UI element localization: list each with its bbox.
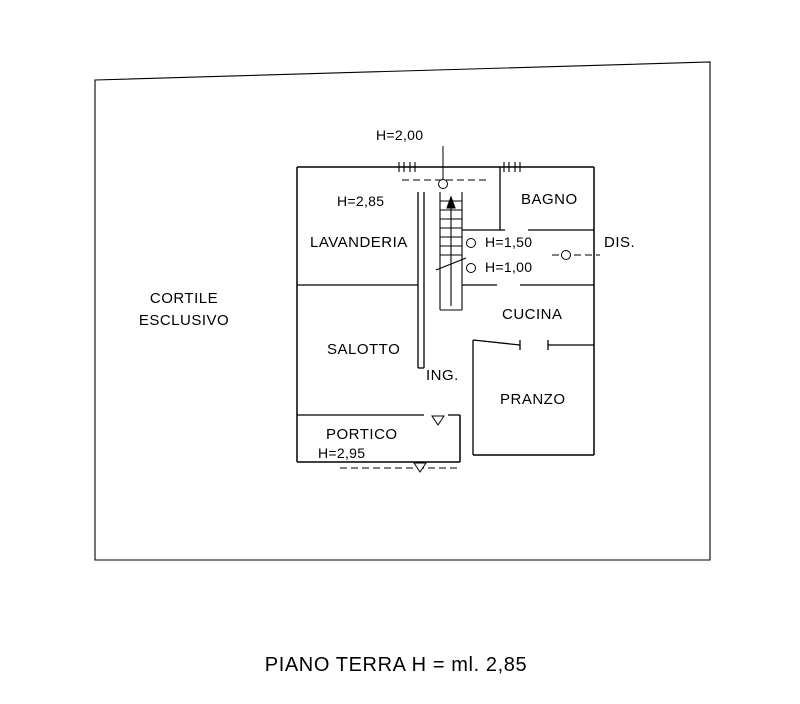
room-label-salotto: SALOTTO (327, 341, 400, 358)
courtyard-label-line1: CORTILE (150, 290, 218, 307)
h200-marker-circle (438, 179, 448, 189)
interior-walls (297, 167, 594, 455)
cucina-pranzo-wall-a (472, 339, 521, 346)
room-label-pranzo: PRANZO (500, 391, 566, 408)
drawing-caption: PIANO TERRA H = ml. 2,85 (265, 654, 527, 676)
room-label-ingresso: ING. (426, 367, 459, 384)
height-label-h200: H=2,00 (376, 127, 423, 143)
property-boundary (94, 61, 711, 561)
staircase (435, 192, 467, 311)
height-label-h295: H=2,95 (318, 445, 365, 461)
annotations (340, 146, 600, 473)
height-label-h285: H=2,85 (337, 193, 384, 209)
room-label-portico: PORTICO (326, 426, 398, 443)
stair-break-line (435, 257, 467, 271)
window-ticks (398, 162, 521, 172)
room-label-bagno: BAGNO (521, 191, 578, 208)
dis-marker-circle (561, 250, 571, 260)
h150-marker-circle (466, 238, 476, 248)
height-label-h100: H=1,00 (485, 259, 532, 275)
room-label-cucina: CUCINA (502, 306, 563, 323)
portico-triangle-marker (413, 462, 427, 473)
courtyard-label-line2: ESCLUSIVO (139, 312, 229, 329)
height-label-h150: H=1,50 (485, 234, 532, 250)
labels: H=2,00 H=2,85 BAGNO LAVANDERIA H=1,50 H=… (139, 127, 635, 676)
room-label-disimpegno: DIS. (604, 234, 635, 251)
room-label-lavanderia: LAVANDERIA (310, 234, 408, 251)
entrance-door-triangle (431, 415, 445, 426)
exterior-walls (296, 166, 595, 463)
stair-direction-arrow (446, 195, 456, 209)
h100-marker-circle (466, 263, 476, 273)
